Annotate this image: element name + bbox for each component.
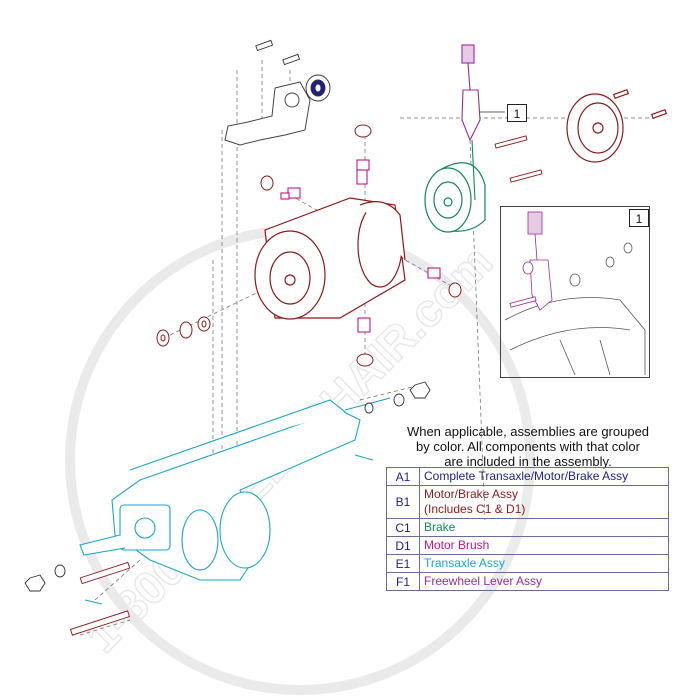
legend-description: Complete Transaxle/Motor/Brake Assy	[419, 467, 669, 486]
legend-row: A1 Complete Transaxle/Motor/Brake Assy	[386, 467, 669, 486]
note-line-3: are included in the assembly.	[444, 454, 612, 469]
legend-description-line: (Includes C1 & D1)	[424, 502, 526, 516]
legend-description: Motor Brush	[419, 536, 669, 555]
legend-description-line: Complete Transaxle/Motor/Brake Assy	[424, 469, 629, 483]
legend-description-line: Brake	[424, 520, 456, 534]
freewheel-lever	[461, 44, 505, 201]
detail-inset-frame	[500, 206, 650, 378]
motor-washers	[156, 316, 211, 347]
legend-row: D1 Motor Brush	[386, 536, 669, 555]
motor-body	[254, 197, 406, 320]
legend-row: E1 Transaxle Assy	[386, 554, 669, 573]
legend-row: C1 Brake	[386, 518, 669, 537]
bracket	[224, 81, 311, 146]
freewheel-knob	[305, 74, 331, 102]
legend-code: C1	[386, 518, 420, 537]
legend-description: Motor/Brake Assy(Includes C1 & D1)	[419, 485, 669, 519]
motor-caps	[260, 124, 462, 367]
legend-code: B1	[386, 485, 420, 519]
legend-description: Transaxle Assy	[419, 554, 669, 573]
legend-description: Brake	[419, 518, 669, 537]
inset-sketch	[504, 211, 646, 376]
pins	[84, 454, 374, 605]
legend-code: F1	[386, 572, 420, 591]
legend-description: Freewheel Lever Assy	[419, 572, 669, 591]
brake-bolts	[494, 135, 543, 183]
legend-description-line: Motor Brush	[424, 538, 490, 552]
transaxle	[79, 397, 391, 581]
note-line-2: by color. All components with that color	[415, 439, 640, 454]
top-bolts	[255, 39, 301, 66]
legend-description-line: Transaxle Assy	[424, 556, 505, 570]
legend-code: D1	[386, 536, 420, 555]
brake	[424, 162, 486, 233]
callout-1-main: 1	[507, 104, 527, 122]
lower-bolts	[69, 561, 131, 636]
legend-code: A1	[386, 467, 420, 486]
legend-description-line: Motor/Brake Assy	[424, 487, 519, 501]
motor-brushes	[280, 159, 441, 333]
assembly-note: When applicable, assemblies are grouped …	[378, 424, 678, 469]
legend-code: E1	[386, 554, 420, 573]
callout-1-inset: 1	[629, 209, 649, 227]
legend-description-line: Freewheel Lever Assy	[424, 574, 543, 588]
legend-row: F1 Freewheel Lever Assy	[386, 572, 669, 591]
note-line-1: When applicable, assemblies are grouped	[406, 424, 650, 439]
end-cap	[566, 88, 668, 163]
axle-hardware	[24, 381, 431, 592]
